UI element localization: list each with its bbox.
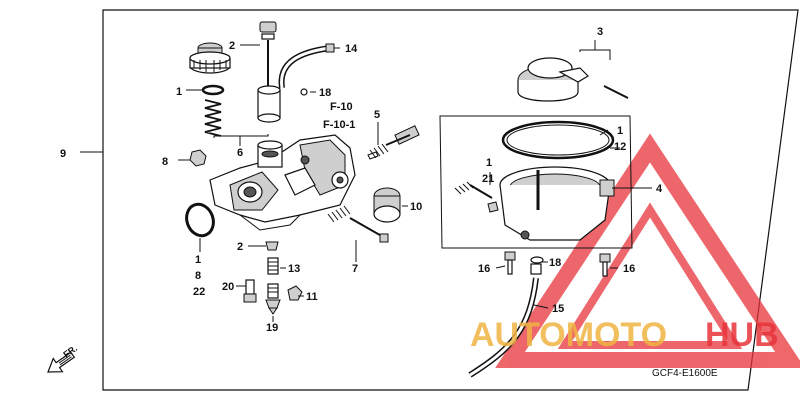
callout-16-left: 16 bbox=[478, 263, 490, 275]
part-screw-5 bbox=[367, 125, 420, 160]
part-screw-21 bbox=[454, 181, 499, 213]
part-float-bowl-4 bbox=[499, 166, 615, 241]
callout-labels: 9 2 14 18 1 F-10 F-10-1 5 6 8 10 7 1 8 2… bbox=[60, 26, 663, 334]
part-cover-3 bbox=[517, 57, 629, 102]
part-carburetor-body bbox=[209, 134, 356, 231]
callout-8-nut: 8 bbox=[162, 156, 168, 168]
callout-14: 14 bbox=[345, 43, 358, 55]
part-screw-top bbox=[259, 21, 277, 88]
callout-1-oring: 1 bbox=[195, 254, 201, 266]
watermark-logo bbox=[495, 133, 800, 368]
bracket-6 bbox=[213, 134, 269, 138]
diagram-frame bbox=[102, 9, 799, 391]
callout-6: 6 bbox=[237, 147, 243, 159]
part-washer-1 bbox=[201, 84, 225, 96]
part-float-10 bbox=[373, 187, 401, 223]
callout-9: 9 bbox=[60, 148, 66, 160]
callout-19: 19 bbox=[266, 322, 278, 334]
callout-1-gasket: 1 bbox=[617, 125, 623, 137]
part-spring bbox=[204, 99, 222, 137]
bowl-group-frame bbox=[439, 115, 633, 249]
callout-8-oring: 8 bbox=[195, 270, 201, 282]
bracket-3 bbox=[579, 40, 611, 60]
part-gasket-12 bbox=[501, 120, 615, 160]
callout-16-right: 16 bbox=[623, 263, 635, 275]
callout-7: 7 bbox=[352, 263, 358, 275]
callout-f10-1: F-10-1 bbox=[323, 119, 355, 131]
part-cap-top bbox=[189, 42, 231, 74]
part-clip-18 bbox=[300, 88, 308, 96]
callout-15: 15 bbox=[552, 303, 564, 315]
callout-10: 10 bbox=[410, 201, 422, 213]
callout-2-jet: 2 bbox=[237, 241, 243, 253]
part-oring-1 bbox=[185, 202, 215, 238]
diagram-code: GCF4-E1600E bbox=[652, 368, 718, 379]
leader-lines bbox=[178, 44, 652, 322]
part-throttle-valve bbox=[257, 85, 281, 123]
callout-3: 3 bbox=[597, 26, 603, 38]
callout-1-screw: 1 bbox=[486, 157, 492, 169]
callout-2-top: 2 bbox=[229, 40, 235, 52]
part-nut-8 bbox=[189, 149, 207, 167]
part-jets bbox=[243, 241, 303, 315]
callout-20: 20 bbox=[222, 281, 234, 293]
callout-21: 21 bbox=[482, 173, 494, 185]
part-drain-screws bbox=[504, 251, 611, 277]
callout-11: 11 bbox=[306, 291, 318, 303]
callout-22: 22 bbox=[193, 286, 205, 298]
watermark-brand-automoto: AUTOMOTO bbox=[470, 316, 667, 354]
callout-5: 5 bbox=[374, 109, 380, 121]
callout-18-left: 18 bbox=[319, 87, 331, 99]
callout-1-washer: 1 bbox=[176, 86, 182, 98]
front-arrow-icon bbox=[47, 351, 76, 373]
callout-12: 12 bbox=[614, 141, 626, 153]
part-screw-7 bbox=[327, 205, 389, 243]
callout-18-right: 18 bbox=[549, 257, 561, 269]
callout-f10: F-10 bbox=[330, 101, 353, 113]
callout-4: 4 bbox=[656, 183, 663, 195]
watermark-brand-hub: HUB bbox=[705, 316, 779, 354]
callout-13: 13 bbox=[288, 263, 300, 275]
